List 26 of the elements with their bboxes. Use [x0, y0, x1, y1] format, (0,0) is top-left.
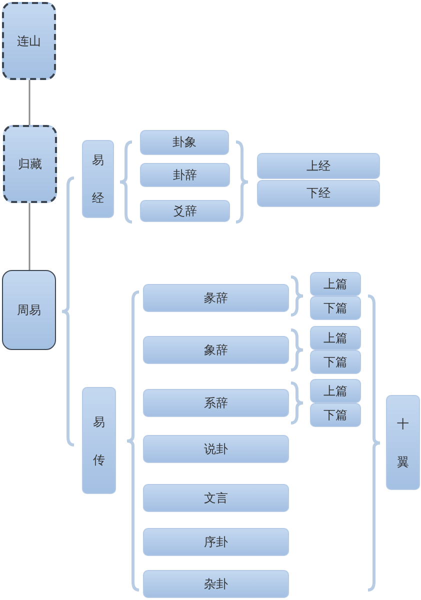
label-box: 文言 [143, 484, 289, 512]
vertical-label-box: 十翼 [386, 395, 420, 490]
label-box: 系辞 [143, 389, 289, 417]
vertical-label-box: 归藏 [3, 125, 57, 203]
label-box: 杂卦 [143, 570, 289, 598]
label-box: 下篇 [310, 350, 361, 374]
label-box: 上经 [257, 153, 380, 179]
vertical-label-box: 周易 [2, 270, 56, 350]
label-box: 卦辞 [140, 163, 230, 187]
connector-line [28, 80, 30, 125]
label-box: 下经 [257, 180, 380, 207]
label-box: 卦象 [140, 130, 229, 155]
label-box: 彖辞 [143, 284, 289, 312]
connector-line [28, 203, 30, 270]
label-box: 象辞 [143, 336, 289, 364]
label-box: 序卦 [143, 528, 289, 556]
label-box: 爻辞 [140, 200, 230, 222]
label-box: 上篇 [310, 326, 361, 350]
label-box: 上篇 [310, 272, 361, 296]
label-box: 上篇 [310, 379, 361, 403]
label-box: 下篇 [310, 403, 361, 427]
vertical-label-box: 易经 [82, 140, 114, 218]
label-box: 下篇 [310, 296, 361, 320]
vertical-label-box: 连山 [2, 2, 56, 80]
vertical-label-box: 易传 [82, 387, 116, 494]
label-box: 说卦 [143, 435, 289, 463]
